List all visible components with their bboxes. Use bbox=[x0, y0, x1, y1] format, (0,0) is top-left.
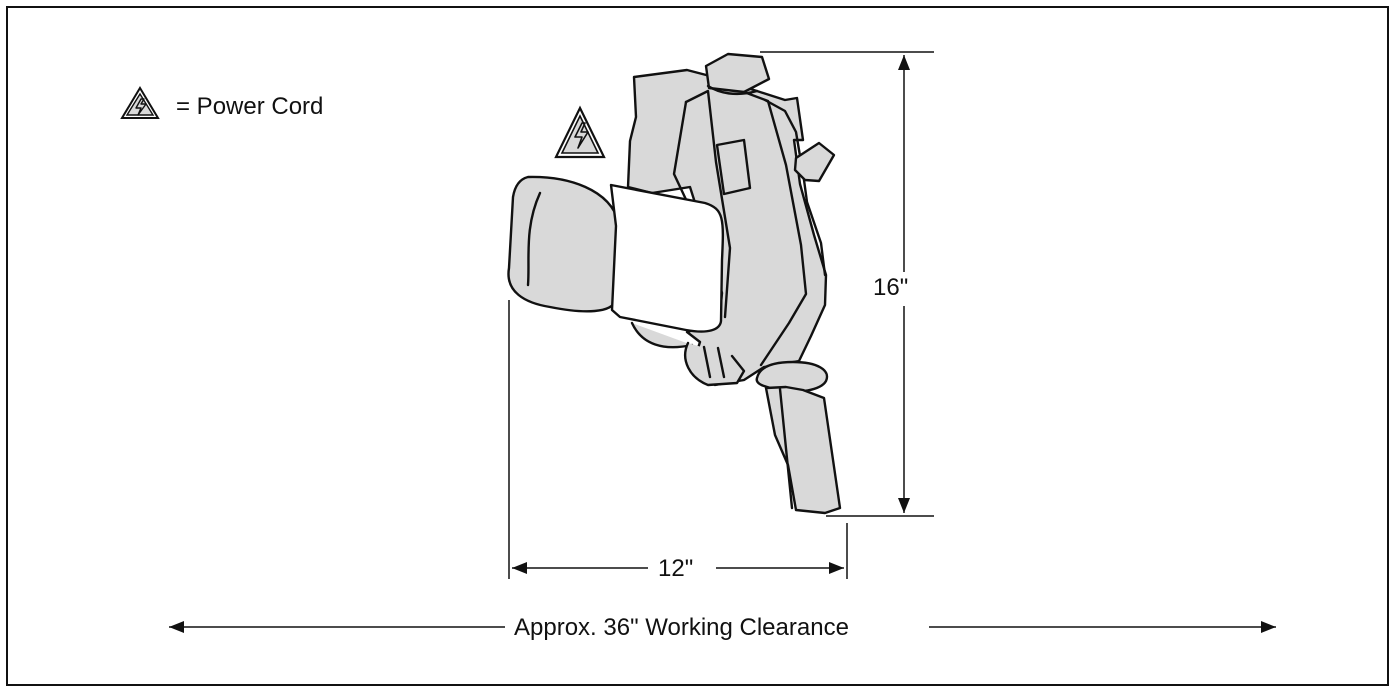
legend-text: = Power Cord bbox=[176, 93, 324, 120]
working-clearance-label: Approx. 36" Working Clearance bbox=[510, 616, 853, 640]
height-dimension-label: 16" bbox=[873, 274, 909, 302]
dimension-lines bbox=[169, 51, 1276, 633]
power-cord-warning-icon bbox=[554, 105, 606, 159]
legend-warning-icon bbox=[120, 86, 160, 119]
width-dimension-label: 12" bbox=[654, 557, 698, 581]
drill-illustration bbox=[507, 52, 842, 515]
